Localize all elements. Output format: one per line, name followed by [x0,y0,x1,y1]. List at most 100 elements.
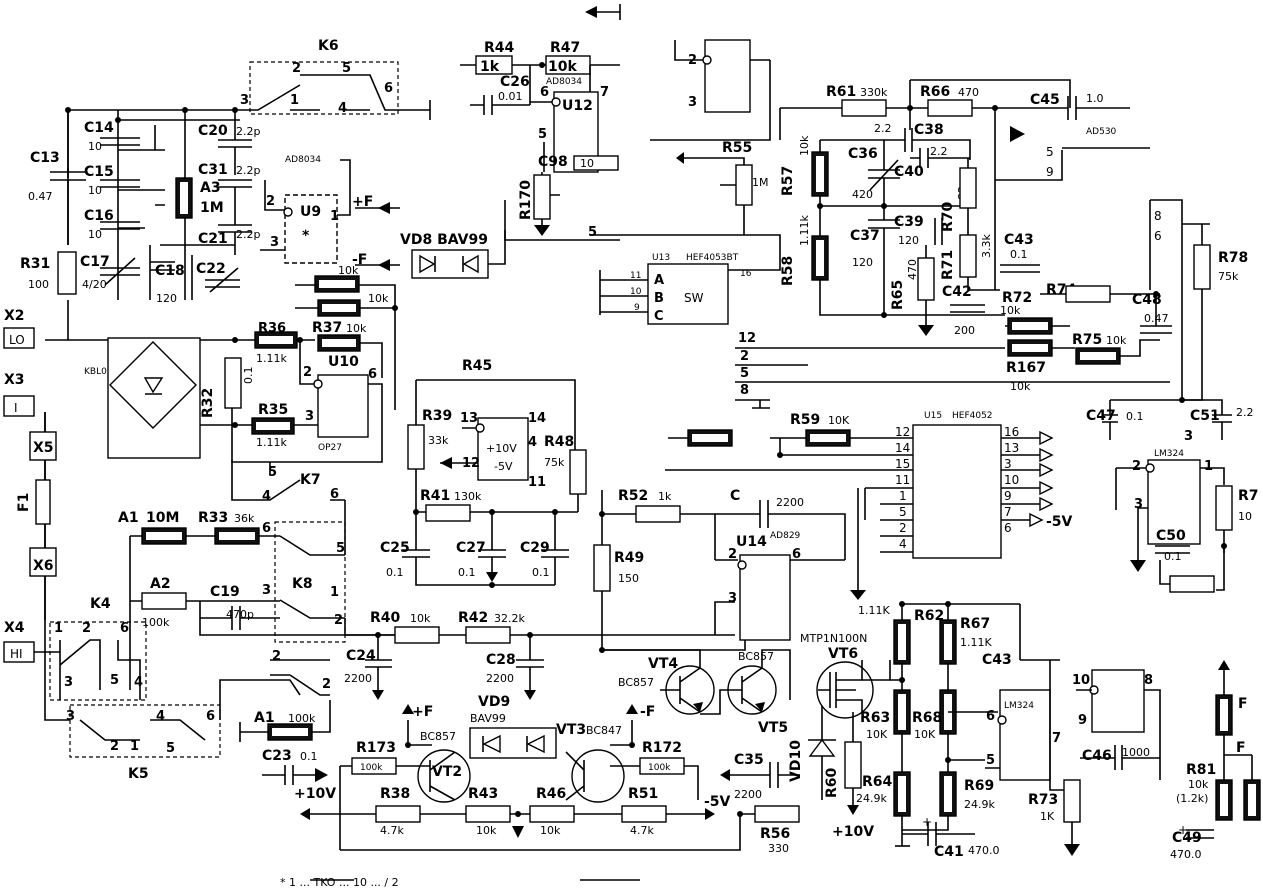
svg-text:10k: 10k [540,824,561,837]
svg-text:LO: LO [9,333,25,347]
svg-text:R75: R75 [1072,332,1102,348]
svg-text:1.11k: 1.11k [256,352,287,365]
resistor-r68: R68 10K [912,689,957,741]
svg-text:420: 420 [852,188,873,201]
svg-text:R173: R173 [356,740,396,756]
svg-text:C31: C31 [198,162,228,178]
resistor-r33: R33 36k [198,510,280,545]
resistor-a1: A1 10M [118,510,215,690]
resistor-r61: R61 330k [779,84,910,140]
svg-text:R81: R81 [1186,762,1216,778]
transistor-vt4: VT4 BC857 [602,649,715,715]
resistor-r41: R41 130k [416,488,578,522]
svg-text:R40: R40 [370,610,401,626]
svg-text:100k: 100k [360,763,383,773]
svg-text:3.3k: 3.3k [980,234,993,258]
resistor-r62: 1.11K R62 [858,604,944,665]
capacitor-c22: C22 [196,261,240,293]
rail-minusF: -F [640,704,655,720]
rail-plusF-arrow [402,704,414,714]
resistor-a3: A3 1M [175,110,224,300]
capacitor-c24: C24 2200 [344,635,392,700]
opamp-u10: U10 2 3 6 OP27 [231,340,383,463]
diode-vd8: VD8 BAV99 [400,230,506,279]
svg-text:8: 8 [740,383,749,398]
svg-text:3: 3 [1134,497,1143,512]
svg-text:2: 2 [334,613,343,628]
svg-text:LM324: LM324 [1154,449,1184,459]
svg-text:-5V: -5V [494,460,513,473]
svg-text:C35: C35 [734,752,764,768]
svg-text:K5: K5 [128,766,149,782]
svg-text:10K: 10K [866,728,888,741]
svg-text:A2: A2 [150,576,171,592]
svg-text:9: 9 [1046,165,1054,179]
svg-text:10k: 10k [368,292,389,305]
svg-text:X3: X3 [4,372,25,388]
transistor-vt2: BC857 VT2 [417,730,471,803]
svg-text:10: 10 [1072,673,1090,688]
resistor-r60: R60 +10V [824,712,874,840]
svg-text:U14: U14 [736,534,767,550]
svg-text:R48: R48 [544,434,574,450]
svg-text:6: 6 [540,85,549,100]
svg-text:F: F [1236,740,1246,756]
svg-text:C41: C41 [934,844,964,860]
svg-text:16: 16 [740,269,752,279]
svg-text:120: 120 [898,234,919,247]
svg-text:470.0: 470.0 [968,844,1000,857]
resistor-r78: R78 75k [1182,224,1248,401]
opamp-lm324-br: 10 8 9 [1072,669,1161,780]
svg-text:R78: R78 [1218,250,1248,266]
svg-text:C43: C43 [1004,232,1034,248]
svg-text:C20: C20 [198,123,228,139]
svg-text:5: 5 [538,127,547,142]
svg-text:2200: 2200 [486,672,514,685]
c13-ref: C13 [30,150,60,166]
svg-text:C38: C38 [914,122,944,138]
svg-text:10: 10 [88,228,102,241]
svg-text:3: 3 [240,93,249,108]
svg-text:R42: R42 [458,610,488,626]
svg-text:R56: R56 [760,826,790,842]
capacitor-c14: C14 10 [84,120,140,153]
capacitor-c46: C46 1000 [1080,745,1160,770]
transistor-vt3 [565,749,640,803]
svg-text:0.1: 0.1 [532,566,550,579]
resistor-r69: R69 24.9k [939,771,995,817]
svg-text:MTP1N100N: MTP1N100N [800,632,867,645]
svg-text:10k: 10k [346,322,367,335]
resistor-r81: R81 10k (1.2k) F F [1176,660,1261,821]
relay-k4: K4 1 2 6 3 5 4 [34,596,147,701]
svg-text:R70: R70 [940,201,956,232]
svg-text:2: 2 [322,677,331,692]
r44-r47-wiring [460,64,620,100]
svg-text:A: A [654,273,664,288]
capacitor-c47: C47 0.1 [1086,399,1182,440]
svg-text:(1.2k): (1.2k) [1176,792,1208,805]
bridge-kbl01: 6 KBL01 [84,337,235,459]
capacitor-c38: 2.2 C38 [820,122,971,160]
svg-text:120: 120 [156,292,177,305]
svg-text:7: 7 [600,85,609,100]
svg-text:10: 10 [1004,473,1019,487]
svg-text:4: 4 [156,709,165,724]
svg-text:11: 11 [895,473,910,487]
svg-text:R62: R62 [914,608,944,624]
svg-text:+10V: +10V [294,786,336,802]
capacitor-c16: C16 10 [84,208,140,241]
svg-text:C19: C19 [210,584,240,600]
svg-text:1: 1 [54,621,63,636]
svg-text:R69: R69 [964,778,994,794]
svg-text:3: 3 [262,583,271,598]
svg-text:C26: C26 [500,74,530,90]
capacitor-c31: C31 2.2p [198,162,260,225]
svg-text:C50: C50 [1156,528,1186,544]
ad530-right-block: 8 6 [1149,199,1210,400]
svg-text:8: 8 [1144,673,1153,688]
svg-text:U9: U9 [300,204,321,220]
svg-text:10: 10 [580,157,594,170]
svg-text:R73: R73 [1028,792,1058,808]
svg-text:1k: 1k [658,490,672,503]
relay-k5: K5 3 2 1 5 6 4 [66,679,301,782]
